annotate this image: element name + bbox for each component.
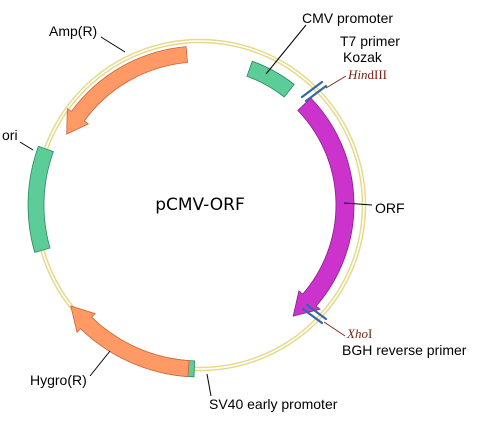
bgh-reverse-primer-label: BGH reverse primer [342, 342, 467, 358]
kozak-label: Kozak [343, 49, 383, 65]
plasmid-name: pCMV-ORF [155, 195, 245, 215]
ori-block [27, 145, 54, 253]
hindiii-leader [325, 75, 347, 89]
amp-leader [100, 36, 126, 53]
cmv-promoter-label: CMV promoter [302, 10, 393, 26]
sv40-early-promoter-label: SV40 early promoter [209, 396, 338, 412]
t7-primer-marker [300, 80, 328, 103]
xhoi-leader [323, 321, 346, 337]
hindiii-site-label: HindIII [347, 67, 387, 82]
amp-resistance-arrow [66, 46, 188, 135]
ori-label: ori [2, 127, 18, 143]
amp-label: Amp(R) [49, 23, 97, 39]
sv40-leader [206, 373, 212, 397]
hygro-label: Hygro(R) [30, 372, 87, 388]
orf-label: ORF [375, 200, 405, 216]
bgh-primer-marker [301, 303, 328, 325]
t7-primer-label: T7 primer [340, 33, 400, 49]
ori-leader [19, 141, 34, 151]
hygro-resistance-arrow [70, 305, 190, 378]
orf-leader [343, 202, 373, 206]
xhoi-site-label: XhoI [346, 326, 372, 341]
cmv-promoter-leader [265, 24, 307, 75]
cmv-promoter-block [246, 60, 295, 98]
hygro-leader [89, 350, 111, 377]
